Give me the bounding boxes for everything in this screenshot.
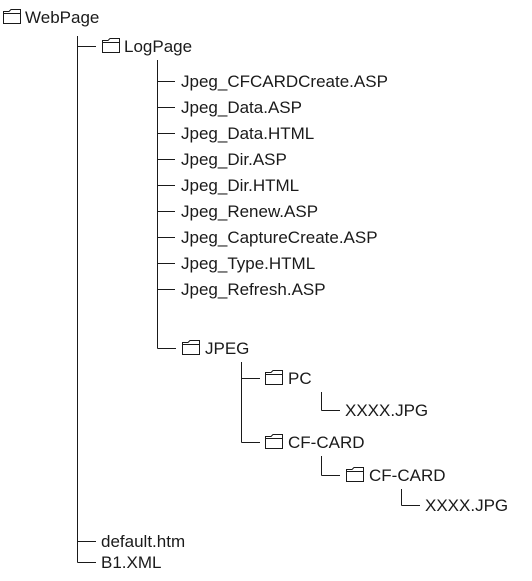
logpage-folder-label: LogPage xyxy=(124,37,192,56)
webpage-folder-label: WebPage xyxy=(25,8,99,27)
logpage-file: Jpeg_CFCARDCreate.ASP xyxy=(181,72,388,91)
cfcard-inner-folder-label: CF-CARD xyxy=(369,466,446,485)
logpage-file: Jpeg_Type.HTML xyxy=(181,254,315,273)
b1-xml-label: B1.XML xyxy=(101,553,161,572)
logpage-file: Jpeg_Dir.HTML xyxy=(181,176,299,195)
tree-connectors xyxy=(77,36,420,563)
pc-file-label: XXXX.JPG xyxy=(345,401,428,420)
cfcard-inner-file-label: XXXX.JPG xyxy=(425,496,508,515)
cfcard-folder-icon xyxy=(265,434,283,449)
logpage-folder-icon xyxy=(102,38,120,53)
jpeg-folder-label: JPEG xyxy=(205,339,249,358)
pc-folder-label: PC xyxy=(288,369,312,388)
pc-folder-icon xyxy=(265,370,283,385)
logpage-file: Jpeg_Refresh.ASP xyxy=(181,280,326,299)
logpage-file: Jpeg_Data.HTML xyxy=(181,124,314,143)
logpage-file: Jpeg_Renew.ASP xyxy=(181,202,318,221)
logpage-file: Jpeg_CaptureCreate.ASP xyxy=(181,228,378,247)
cfcard-folder-label: CF-CARD xyxy=(288,433,365,452)
folder-icons xyxy=(3,9,364,482)
webpage-folder-icon xyxy=(3,9,21,24)
logpage-file: Jpeg_Dir.ASP xyxy=(181,150,287,169)
logpage-file: Jpeg_Data.ASP xyxy=(181,98,302,117)
default-htm-label: default.htm xyxy=(101,532,185,551)
cfcard-inner-folder-icon xyxy=(346,467,364,482)
tree-labels: WebPage LogPage Jpeg_CFCARDCreate.ASP Jp… xyxy=(25,8,508,572)
jpeg-folder-icon xyxy=(182,340,200,355)
